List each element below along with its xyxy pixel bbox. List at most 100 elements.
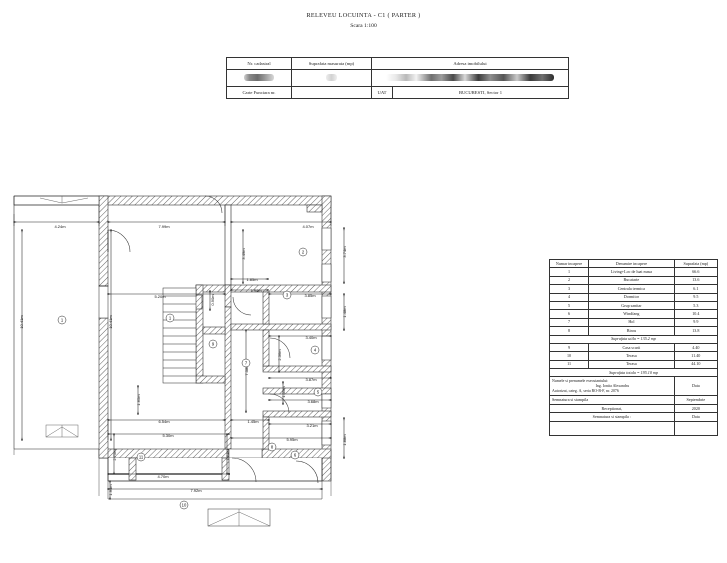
dimension-label: 2.75m — [112, 449, 117, 461]
room-marker-number: 1 — [61, 318, 64, 323]
dimension-label: 4.24m — [54, 224, 66, 229]
usable-area-subtotal: Suprafata utila = 135.2 mp — [549, 334, 718, 344]
signature-space — [549, 420, 675, 436]
table-header-row: Numar incapere Denumire incapere Suprafa… — [548, 258, 719, 269]
page-title: RELEVEU LOCUINTA - C1 ( PARTER ) — [306, 12, 421, 19]
room-number: 3 — [548, 284, 590, 294]
room-marker-circle — [298, 247, 308, 257]
dimension-label: 1.48m — [342, 306, 347, 318]
room-marker-circle — [313, 387, 323, 397]
date-space — [673, 420, 719, 436]
signature-label: Semnatura si stampila — [549, 395, 675, 405]
room-marker-circle — [165, 313, 175, 323]
dimension-label: 4.07m — [302, 224, 314, 229]
dimension-label: 2.36m — [277, 349, 282, 361]
room-marker-circle — [241, 358, 251, 368]
room-marker-number: 8 — [271, 445, 274, 450]
dimension-label: 3.21m — [306, 423, 318, 428]
room-number: 10 — [548, 351, 590, 361]
room-marker-circle — [310, 345, 320, 355]
dimension-label: 6.54m — [158, 419, 170, 424]
drawing-scale: Scara 1:100 — [350, 23, 377, 29]
dimension-label: 7.99m — [158, 224, 170, 229]
redaction-bar — [326, 74, 337, 81]
room-marker-number: 10 — [182, 503, 187, 508]
room-marker-circle — [267, 442, 277, 452]
col-room-area: Suprafata (mp) — [673, 258, 719, 269]
signature-label-2: Semnatura si stampila : — [549, 412, 675, 422]
dimension-label: 1.85m — [246, 277, 258, 282]
executant-name: Ing. Ionita Alexandru — [595, 383, 630, 388]
room-name: Dormitor — [588, 292, 675, 302]
room-area: 44.10 — [673, 359, 719, 370]
table-row: Semnatura si stampila Septembrie — [549, 395, 719, 405]
total-area: Suprafata totala = 195.10 mp — [549, 368, 718, 378]
cadastral-header-table: Nr. cadastral Suprafata masurata (mp) Ad… — [226, 57, 569, 99]
room-name: Hol — [588, 317, 675, 328]
executant-authorization: Autorizat, categ. A, seria RO-B-F, nr. 2… — [552, 389, 619, 394]
room-marker-number: 5 — [317, 390, 320, 395]
dimension-label: 5.95m — [286, 437, 298, 442]
room-number: 5 — [548, 300, 590, 311]
room-number: 8 — [548, 326, 590, 336]
dimension-label: 0.90m — [210, 294, 215, 306]
room-marker-number: 1 — [169, 316, 172, 321]
room-area: 4.40 — [673, 342, 719, 353]
room-number: 4 — [548, 292, 590, 302]
room-marker-number: 4 — [314, 348, 317, 353]
room-number: 6 — [548, 309, 590, 319]
room-marker-circle — [57, 315, 67, 325]
dimension-label: 1.05m — [281, 386, 286, 398]
room-name: Windfang — [588, 309, 675, 319]
room-name: Birou — [588, 326, 675, 336]
dimension-label: 1.45m — [247, 419, 259, 424]
table-row: Semnatura si stampila : Data — [549, 412, 719, 422]
dimension-label: 3.85m — [304, 293, 316, 298]
room-area: 6.1 — [673, 284, 719, 294]
dimension-label: 3.49m — [241, 248, 246, 260]
room-marker-number: 9 — [212, 342, 215, 347]
room-name: Terasa — [588, 351, 675, 361]
room-number: 7 — [548, 317, 590, 328]
dimension-label: 1.88m — [342, 434, 347, 446]
dimension-label: 3.68m — [307, 399, 319, 404]
dimension-label: 5.20m — [154, 294, 166, 299]
room-marker-circle — [136, 452, 146, 462]
dimension-label: 7.08m — [244, 364, 249, 376]
room-name: Grup sanitar — [588, 300, 675, 311]
room-area: 66.6 — [673, 267, 719, 277]
table-row: Receptionat, 2020 — [549, 403, 719, 414]
dimension-label: 1.94m — [250, 288, 262, 293]
room-marker-number: 11 — [139, 455, 144, 460]
room-schedule-table: Numar incapere Denumire incapere Suprafa… — [548, 258, 719, 436]
table-row: Suprafata utila = 135.2 mp — [549, 334, 718, 344]
room-area: 13.8 — [673, 326, 719, 336]
received-label: Receptionat, — [549, 403, 675, 414]
date-month: Septembrie — [673, 395, 719, 405]
table-row — [549, 420, 719, 436]
room-area: 11.40 — [673, 351, 719, 361]
room-area: 9.5 — [673, 292, 719, 302]
redaction-bar — [244, 74, 274, 81]
dimension-label: 1.64m — [225, 449, 230, 461]
dimension-label: 4.70m — [157, 474, 169, 479]
room-marker-number: 7 — [245, 361, 248, 366]
executant-label: Numele si prenumele executantului: — [552, 378, 609, 383]
dimension-label: 1.65m — [136, 394, 141, 406]
room-marker-number: 2 — [302, 250, 305, 255]
executant-block: Numele si prenumele executantului: Ing. … — [549, 376, 675, 397]
room-number: 11 — [548, 359, 590, 370]
value-uat: BUCURESTI, Sector 1 — [392, 86, 569, 99]
dimension-label: 5.30m — [162, 433, 174, 438]
dimension-label: 3.74m — [342, 246, 347, 258]
room-name: Bucatarie — [588, 275, 675, 286]
room-number: 9 — [548, 342, 590, 353]
